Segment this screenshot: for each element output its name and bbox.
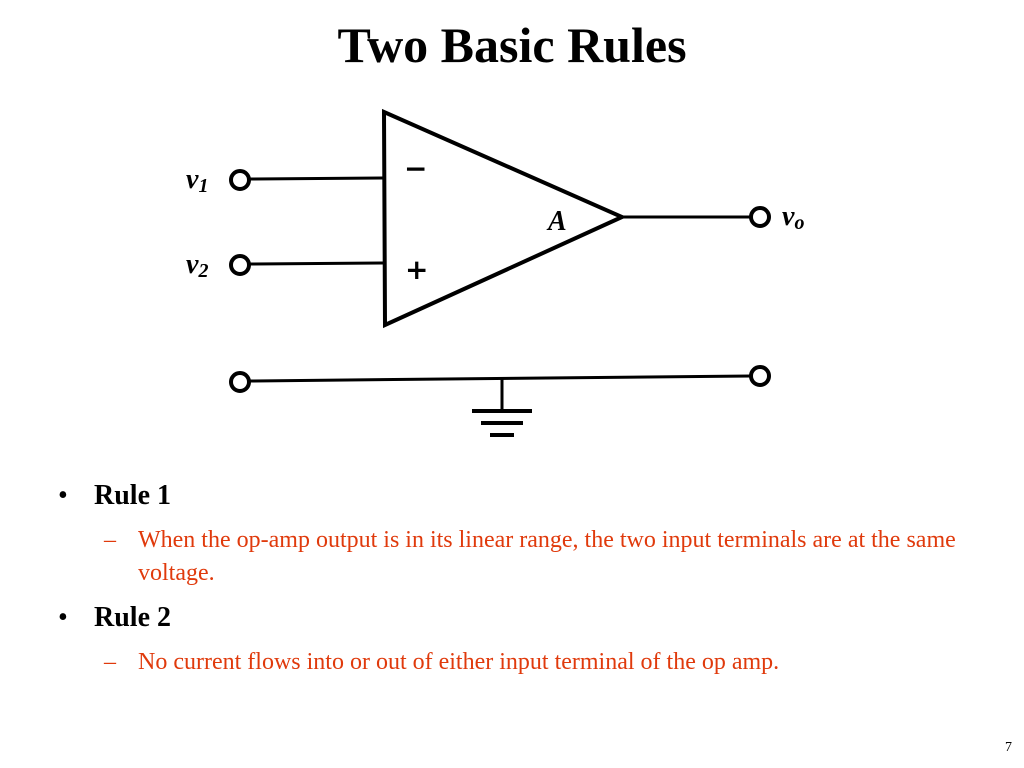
rule-1-bullet: • Rule 1 <box>58 478 958 514</box>
gain-label: A <box>546 206 567 237</box>
ground-bus-wire <box>248 374 752 383</box>
output-label: vo <box>782 201 804 234</box>
plus-sign: + <box>405 253 428 286</box>
bullet-dot: • <box>58 480 68 511</box>
slide-title: Two Basic Rules <box>337 17 687 73</box>
input1-label-group: v1 <box>186 164 208 197</box>
input2-wire <box>248 261 385 266</box>
output-label-group: vo <box>782 201 804 234</box>
minus-sign: − <box>404 152 427 185</box>
op-amp-diagram: − + A v1 v2 vo <box>186 108 804 437</box>
rule-2-bullet: • Rule 2 <box>58 600 958 636</box>
input2-terminal <box>229 254 251 276</box>
rules-list: • Rule 1 – When the op-amp output is in … <box>58 478 958 679</box>
sub-dash: – <box>104 527 116 553</box>
output-terminal <box>749 206 771 228</box>
ground-right-terminal <box>749 365 771 387</box>
input1-terminal <box>229 169 251 191</box>
rule-1-detail: When the op-amp output is in its linear … <box>138 527 956 586</box>
sub-dash: – <box>104 649 116 675</box>
op-amp-triangle <box>381 108 627 329</box>
input1-label: v1 <box>186 164 208 197</box>
page-number: 7 <box>1005 740 1012 755</box>
rule-2-detail-item: – No current flows into or out of either… <box>104 646 958 679</box>
input2-label-group: v2 <box>186 249 208 282</box>
rule-1-detail-item: – When the op-amp output is in its linea… <box>104 524 958 590</box>
rule-1-title: Rule 1 <box>94 480 171 511</box>
ground-left-terminal <box>229 371 251 393</box>
bullet-dot: • <box>58 602 68 633</box>
rule-2-title: Rule 2 <box>94 602 171 633</box>
input2-label: v2 <box>186 249 208 282</box>
input1-wire <box>248 176 385 181</box>
rule-2-detail: No current flows into or out of either i… <box>138 649 780 675</box>
